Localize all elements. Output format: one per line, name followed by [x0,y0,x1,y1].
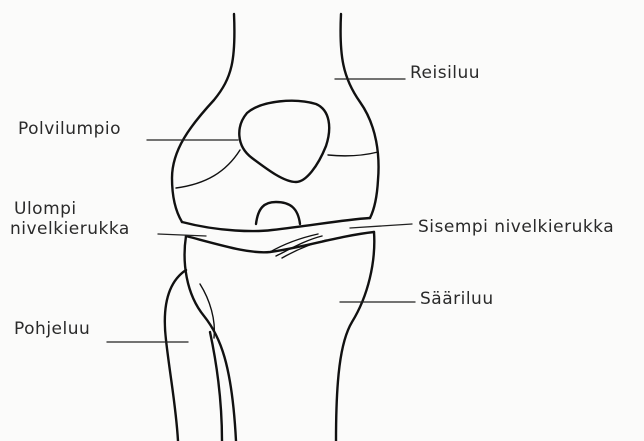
label-fibula: Pohjeluu [14,320,90,338]
fibula-outline-right [210,332,222,441]
femur-condyle-left-line [176,150,240,188]
patella-outline [239,101,329,182]
label-lateral-meniscus-line1: Ulompi [14,200,77,218]
intercondylar-notch [256,202,300,224]
joint-line-femur-bottom [182,218,370,231]
femur-outline-right [341,14,379,218]
leader-medial-meniscus [350,224,412,228]
label-medial-meniscus: Sisempi nivelkierukka [418,218,614,236]
fibula-outline-left [165,270,186,441]
label-femur: Reisiluu [410,64,480,82]
label-patella: Polvilumpio [18,120,121,138]
tibia-outline-right [336,232,374,441]
meniscus-lower-line [186,232,374,252]
label-tibia: Sääriluu [420,290,494,308]
femur-outline-left [172,14,234,222]
leader-lateral-meniscus [158,234,206,236]
femur-condyle-right-line [328,152,378,156]
label-lateral-meniscus-line2: nivelkierukka [10,220,130,238]
